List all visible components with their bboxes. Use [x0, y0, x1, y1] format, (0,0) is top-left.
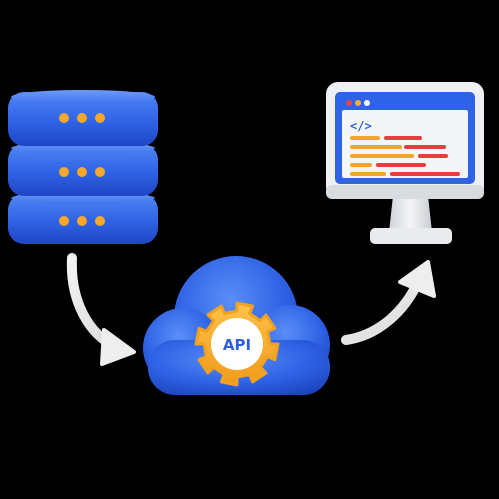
disk-dot [77, 113, 87, 123]
disk-dot [77, 216, 87, 226]
arrow-right-down-icon [66, 253, 136, 366]
disk-dot [95, 113, 105, 123]
disk-dot [59, 167, 69, 177]
window-dot [346, 100, 352, 106]
database-disk-2 [8, 142, 158, 196]
gear-icon [194, 301, 280, 387]
database-disk-1 [8, 90, 158, 146]
window-dot [364, 100, 370, 106]
database-icon [8, 90, 158, 244]
disk-dot [95, 216, 105, 226]
window-dot [355, 100, 361, 106]
code-glyph: </> [350, 119, 372, 133]
monitor-icon: </> [326, 82, 484, 244]
api-label: API [223, 336, 251, 354]
disk-dot [59, 216, 69, 226]
arrow-right-up-icon [341, 260, 436, 345]
database-disk-3 [8, 192, 158, 244]
disk-dot [59, 113, 69, 123]
disk-dot [77, 167, 87, 177]
disk-dot [95, 167, 105, 177]
